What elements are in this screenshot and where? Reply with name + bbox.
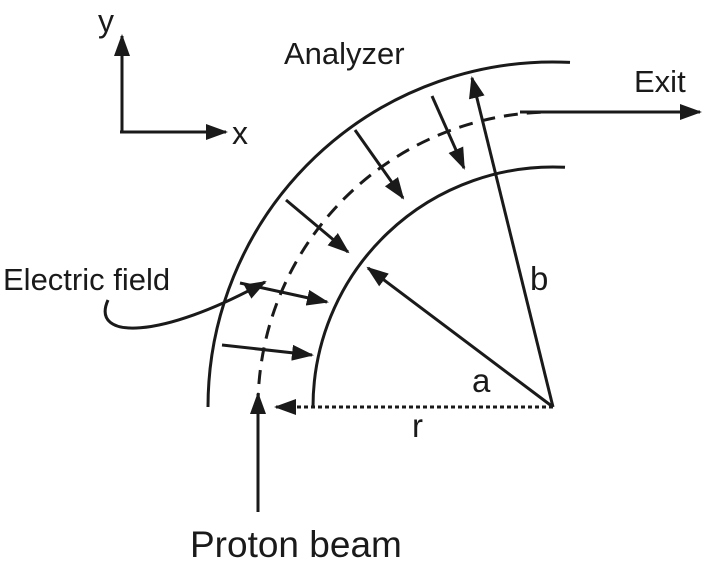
y-axis-label: y bbox=[98, 3, 114, 39]
field-arrow bbox=[221, 343, 314, 361]
field-arrow bbox=[353, 129, 405, 200]
a-label: a bbox=[472, 362, 491, 399]
outer-electrode bbox=[206, 60, 571, 408]
field-arrow bbox=[285, 198, 350, 254]
inner-electrode bbox=[311, 165, 566, 408]
r-label: r bbox=[412, 407, 423, 444]
radius-b-arrow bbox=[469, 76, 555, 408]
analyzer-label: Analyzer bbox=[284, 36, 405, 71]
electric-field-pointer bbox=[103, 280, 267, 330]
electric-field-label: Electric field bbox=[3, 262, 170, 297]
exit-label: Exit bbox=[634, 64, 686, 99]
radius-a-arrow bbox=[366, 266, 554, 409]
field-arrow bbox=[430, 95, 466, 170]
proton-beam-label: Proton beam bbox=[190, 524, 402, 565]
b-label: b bbox=[530, 260, 548, 297]
beam-path-dashed bbox=[256, 110, 554, 408]
x-axis-label: x bbox=[232, 115, 248, 151]
